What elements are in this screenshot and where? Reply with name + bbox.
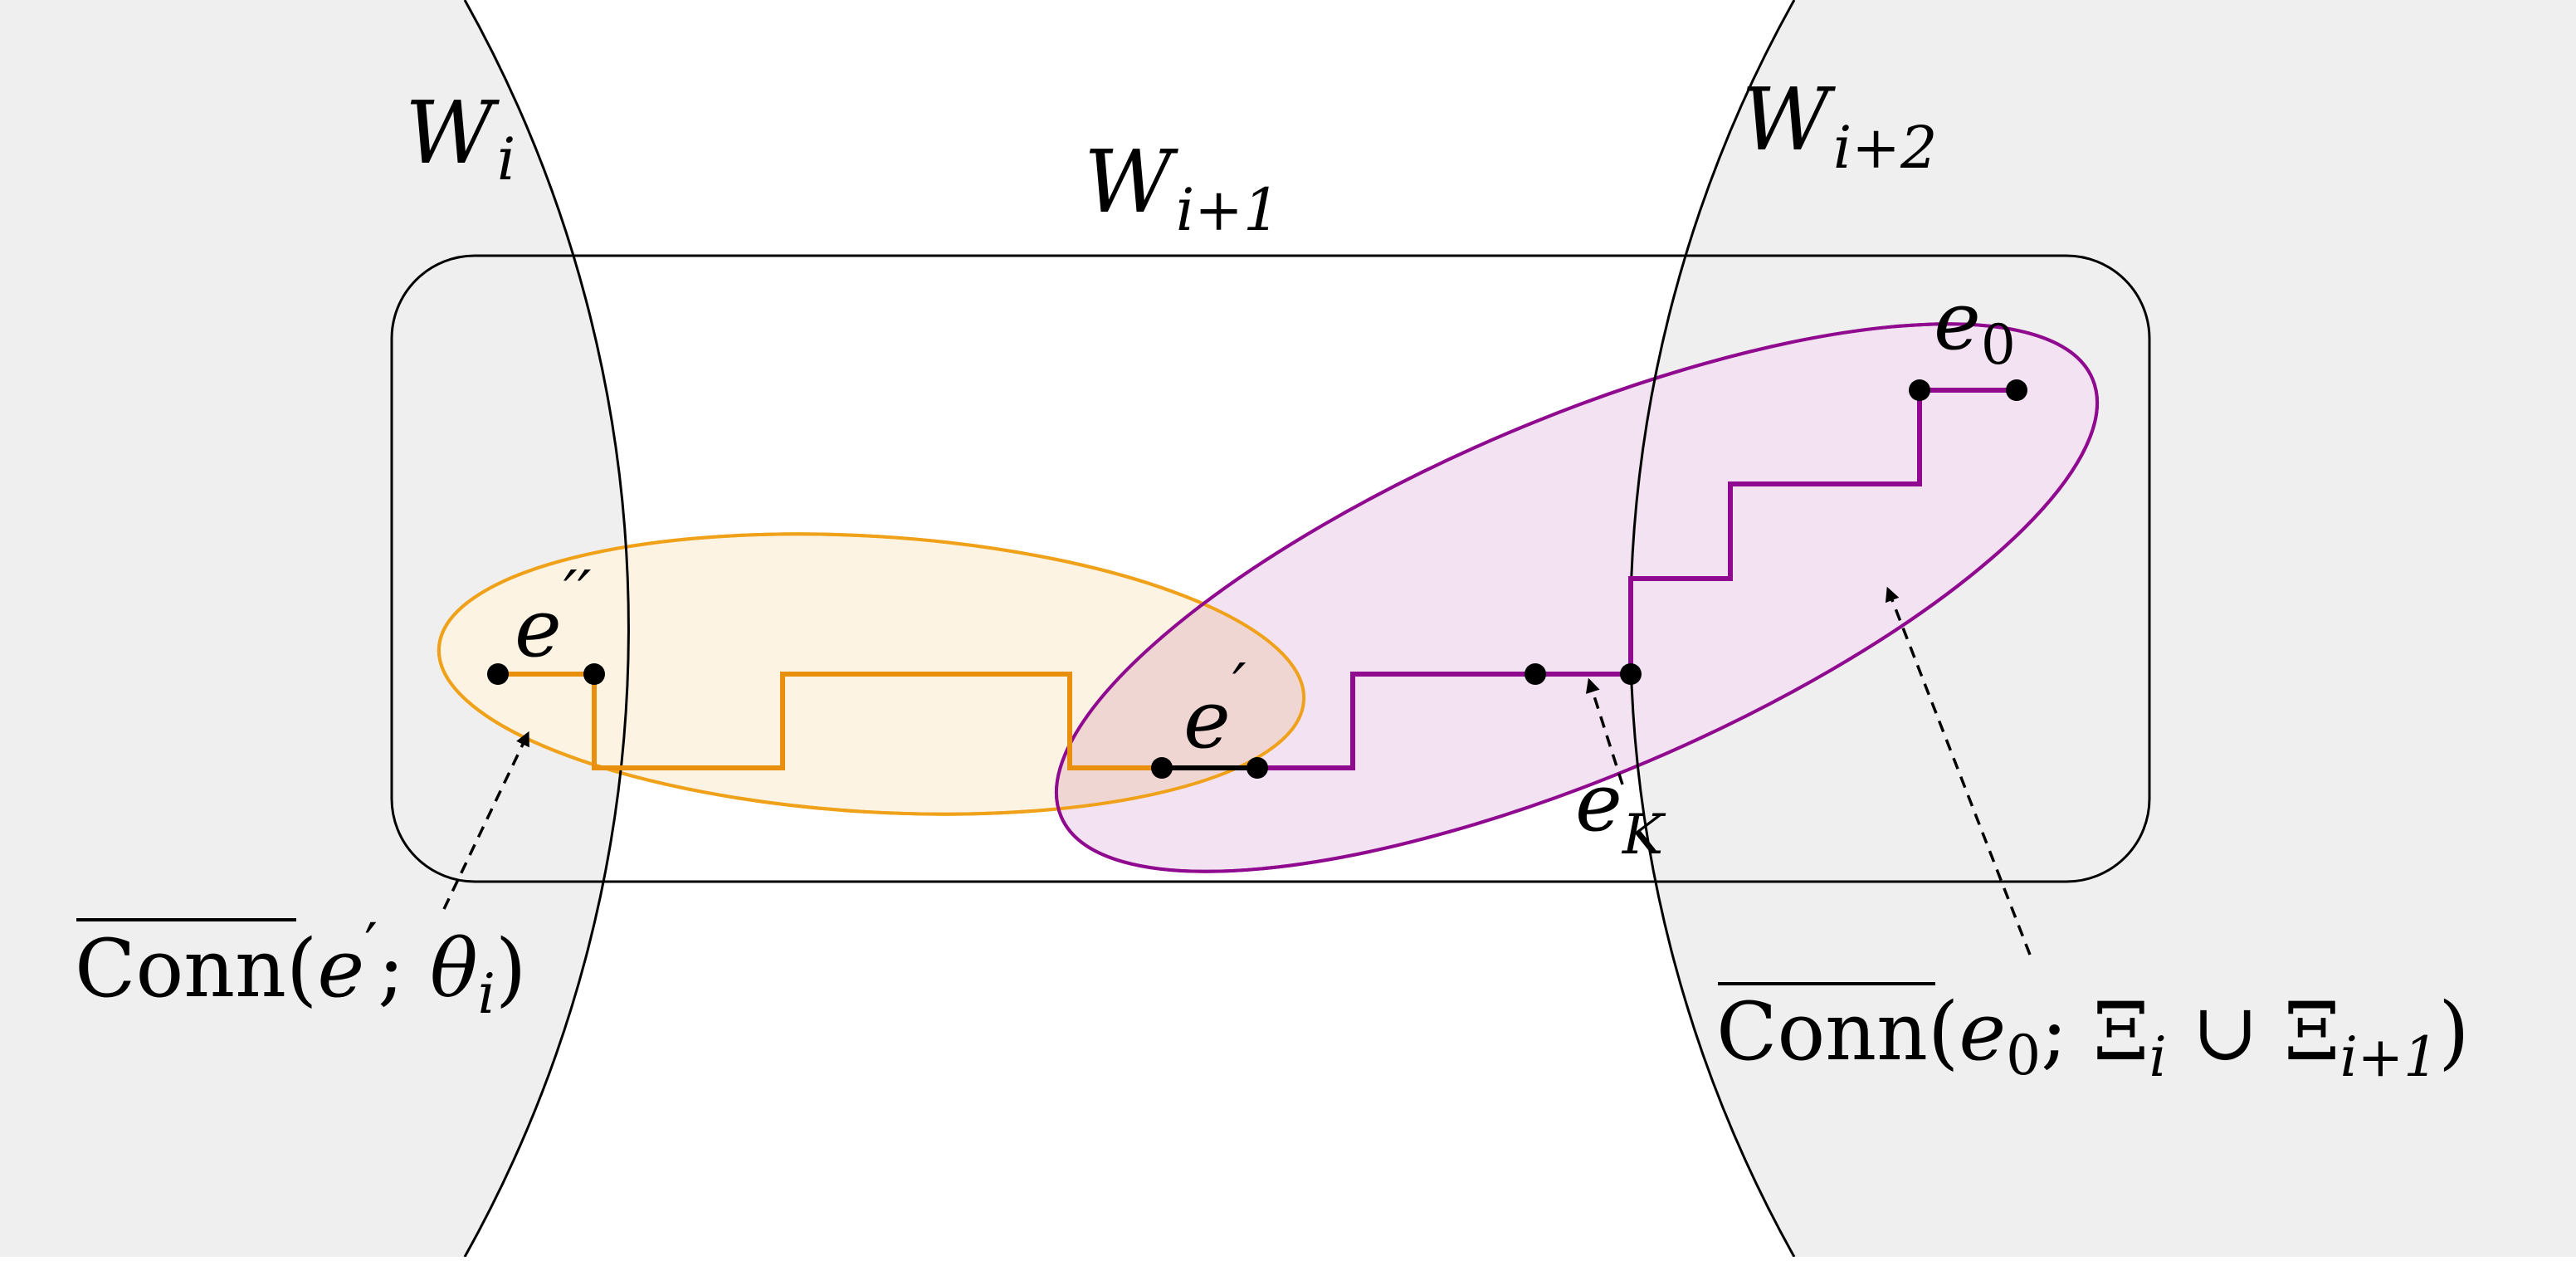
purple-path (1257, 388, 2017, 770)
arrow-e-k (1585, 677, 1624, 785)
vertex (2006, 379, 2027, 401)
label-w-i1: Wi+1 (1084, 131, 1280, 244)
vertex (1525, 663, 1546, 685)
label-e-double-prime: e′′ (515, 558, 592, 675)
label-conn-right: Conn(e0; Ξi ∪ Ξi+1) (1716, 985, 2470, 1089)
orange-path (498, 672, 1162, 770)
arrow-conn-left (442, 731, 529, 910)
vertex (1909, 379, 1930, 401)
label-conn-left: Conn(e′; θi) (75, 911, 526, 1026)
vertex (583, 663, 605, 685)
arc-w-i (463, 0, 630, 1258)
label-w-i2: Wi+2 (1741, 69, 1937, 182)
vertex (1247, 757, 1268, 779)
label-e-k: eK (1575, 756, 1666, 867)
vertex (487, 663, 509, 685)
label-e-zero: e0 (1934, 275, 2016, 377)
conn-left-ellipse-outline (437, 532, 1306, 816)
conn-right-ellipse-outline (1055, 322, 2099, 873)
arrow-conn-right (1885, 586, 2032, 956)
box-outline (390, 254, 2151, 883)
vertex (1151, 757, 1173, 779)
label-e-prime: e′ (1183, 651, 1247, 766)
label-w-i: Wi (405, 82, 515, 193)
vertex (1620, 663, 1642, 685)
